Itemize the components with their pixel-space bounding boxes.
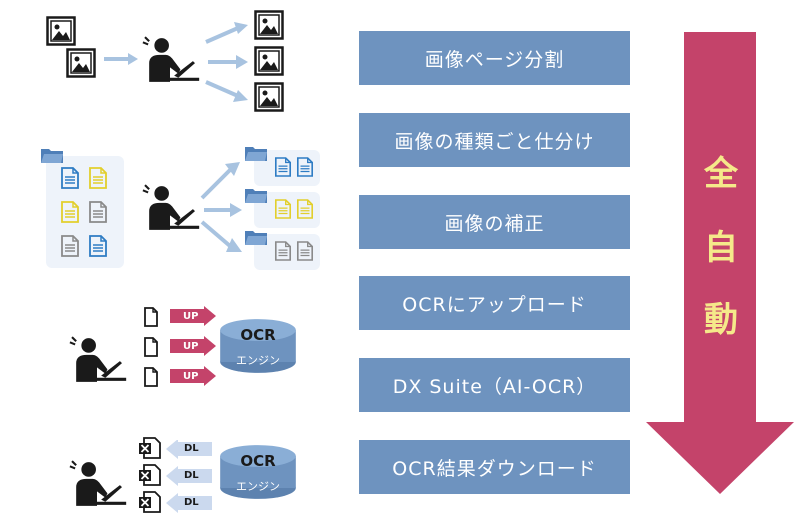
split-arrows-icon [205, 22, 248, 102]
automation-arrow [646, 32, 794, 494]
upload-arrows-icon [170, 306, 216, 386]
excel-files-icon [138, 437, 161, 513]
step-label: OCRにアップロード [402, 293, 587, 316]
person-at-laptop-icon [141, 36, 201, 84]
step-dx-suite: DX Suite（AI-OCR） [359, 358, 630, 412]
mixed-documents-folder-icon [41, 149, 124, 268]
upload-tag: UP [183, 311, 199, 322]
step-image-sort: 画像の種類ごと仕分け [359, 113, 630, 167]
sorted-folders-icon [245, 147, 320, 270]
step-ocr-upload: OCRにアップロード [359, 276, 630, 330]
automation-char: 動 [704, 300, 738, 340]
download-tag: DL [184, 470, 199, 481]
person-at-laptop-icon [68, 460, 128, 508]
person-at-laptop-icon [68, 336, 128, 384]
step-label: 画像の種類ごと仕分け [394, 130, 595, 153]
step-label: DX Suite（AI-OCR） [392, 375, 597, 398]
stacked-images-icon [46, 16, 96, 78]
automation-char: 自 [704, 228, 738, 268]
download-arrows-icon [166, 440, 212, 513]
ocr-engine-title: OCR [240, 452, 276, 470]
split-images-icon [254, 10, 284, 112]
documents-icon [144, 307, 158, 387]
sort-arrows-icon [200, 162, 242, 252]
download-tag: DL [184, 443, 199, 454]
arrow-right-icon [104, 53, 138, 65]
step-label: 画像ページ分割 [424, 48, 565, 71]
step-ocr-download: OCR結果ダウンロード [359, 440, 630, 494]
upload-tag: UP [183, 341, 199, 352]
ocr-engine-subtitle: エンジン [236, 354, 280, 367]
upload-tag: UP [183, 371, 199, 382]
step-image-correction: 画像の補正 [359, 195, 630, 249]
step-image-page-split: 画像ページ分割 [359, 31, 630, 85]
automation-char: 全 [704, 154, 738, 194]
step-label: 画像の補正 [444, 212, 545, 235]
ocr-engine-database-icon [220, 445, 296, 499]
download-tag: DL [184, 497, 199, 508]
step-label: OCR結果ダウンロード [392, 457, 597, 480]
ocr-engine-subtitle: エンジン [236, 480, 280, 493]
ocr-engine-database-icon [220, 319, 296, 373]
ocr-engine-title: OCR [240, 326, 276, 344]
person-at-laptop-icon [141, 184, 201, 232]
